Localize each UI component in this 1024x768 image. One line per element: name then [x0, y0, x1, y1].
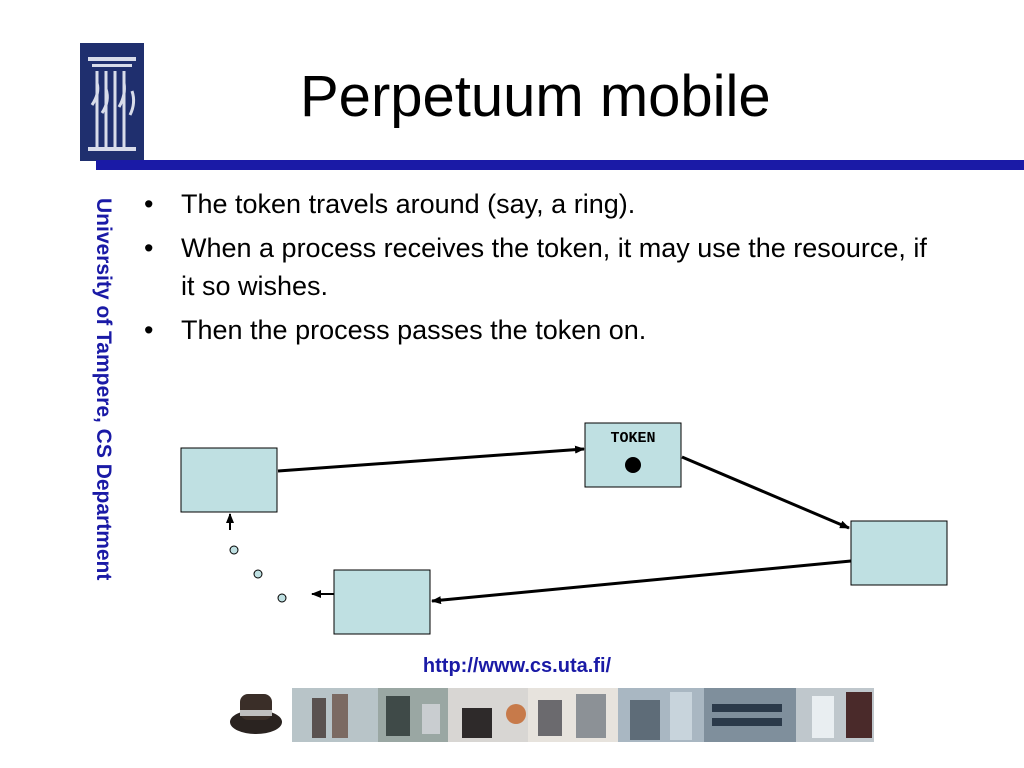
- hat-icon: [230, 694, 282, 734]
- waiting-dot: [229, 545, 239, 555]
- edge-left-to-token: [277, 445, 585, 473]
- photo-strip: [226, 684, 874, 742]
- token-marker: [625, 457, 641, 473]
- website-link[interactable]: http://www.cs.uta.fi/: [422, 655, 612, 677]
- university-logo-icon: [80, 43, 144, 161]
- edge-token-to-right: [681, 455, 850, 530]
- title-rule: [96, 160, 1024, 170]
- side-label: University of Tampere, CS Department: [92, 198, 115, 581]
- edge-right-to-bottom: [431, 559, 852, 605]
- process-node-bottom: [333, 569, 431, 635]
- waiting-dot: [277, 593, 287, 603]
- bullet-item: The token travels around (say, a ring).: [140, 185, 940, 223]
- process-node-right: [850, 520, 948, 586]
- token-label: TOKEN: [610, 430, 655, 447]
- process-node-left: [180, 447, 278, 513]
- process-node-token-holder: [584, 422, 682, 488]
- bullet-item: Then the process passes the token on.: [140, 311, 940, 349]
- bullet-item: When a process receives the token, it ma…: [140, 229, 940, 305]
- bullet-list: The token travels around (say, a ring). …: [140, 185, 940, 355]
- waiting-dot: [253, 569, 263, 579]
- slide-title: Perpetuum mobile: [300, 64, 771, 129]
